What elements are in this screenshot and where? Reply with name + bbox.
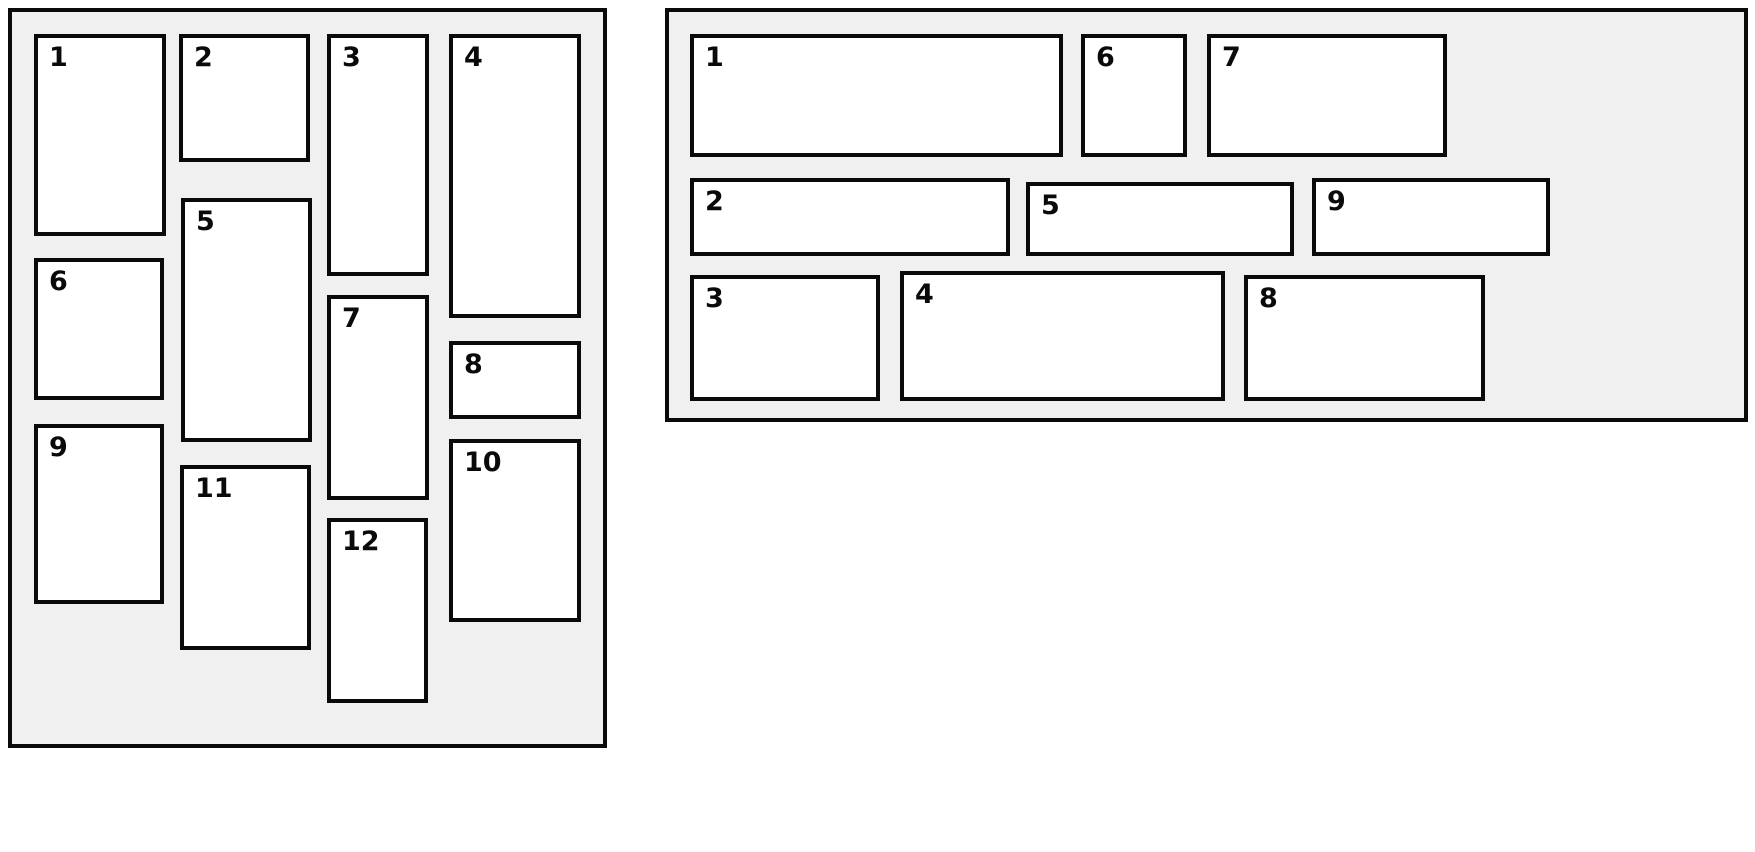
region-box-label: 5 xyxy=(196,206,215,237)
region-box-label: 4 xyxy=(464,42,483,73)
region-box[interactable]: 2 xyxy=(690,178,1010,256)
region-box[interactable]: 3 xyxy=(327,34,429,276)
region-box[interactable]: 4 xyxy=(900,271,1225,401)
region-box-label: 7 xyxy=(1222,42,1241,73)
region-box-label: 9 xyxy=(49,432,68,463)
region-box[interactable]: 12 xyxy=(327,518,428,703)
region-box[interactable]: 5 xyxy=(1026,182,1294,256)
region-box-label: 6 xyxy=(49,266,68,297)
region-box[interactable]: 10 xyxy=(449,439,581,622)
region-box[interactable]: 3 xyxy=(690,275,880,401)
region-box[interactable]: 6 xyxy=(34,258,164,400)
region-box[interactable]: 5 xyxy=(181,198,312,442)
region-box[interactable]: 2 xyxy=(179,34,310,162)
region-box[interactable]: 4 xyxy=(449,34,581,318)
region-box-label: 4 xyxy=(915,279,934,310)
region-box-label: 2 xyxy=(705,186,724,217)
region-box-label: 1 xyxy=(49,42,68,73)
region-box[interactable]: 9 xyxy=(34,424,164,604)
region-box-label: 8 xyxy=(1259,283,1278,314)
region-box[interactable]: 9 xyxy=(1312,178,1550,256)
region-box-label: 11 xyxy=(195,473,233,504)
region-box-label: 10 xyxy=(464,447,502,478)
region-box-label: 7 xyxy=(342,303,361,334)
region-box-label: 3 xyxy=(342,42,361,73)
right-panel: 1 6 7 2 5 9 3 4 8 xyxy=(665,8,1748,422)
region-box-label: 12 xyxy=(342,526,380,557)
region-box-label: 8 xyxy=(464,349,483,380)
region-box[interactable]: 8 xyxy=(1244,275,1485,401)
region-box[interactable]: 8 xyxy=(449,341,581,419)
region-box-label: 6 xyxy=(1096,42,1115,73)
region-box-label: 1 xyxy=(705,42,724,73)
region-box[interactable]: 7 xyxy=(1207,34,1447,157)
region-box[interactable]: 1 xyxy=(690,34,1063,157)
region-box-label: 5 xyxy=(1041,190,1060,221)
region-box-label: 9 xyxy=(1327,186,1346,217)
region-box[interactable]: 11 xyxy=(180,465,311,650)
region-box-label: 2 xyxy=(194,42,213,73)
region-box-label: 3 xyxy=(705,283,724,314)
region-box[interactable]: 6 xyxy=(1081,34,1187,157)
region-box[interactable]: 7 xyxy=(327,295,429,500)
region-box[interactable]: 1 xyxy=(34,34,166,236)
